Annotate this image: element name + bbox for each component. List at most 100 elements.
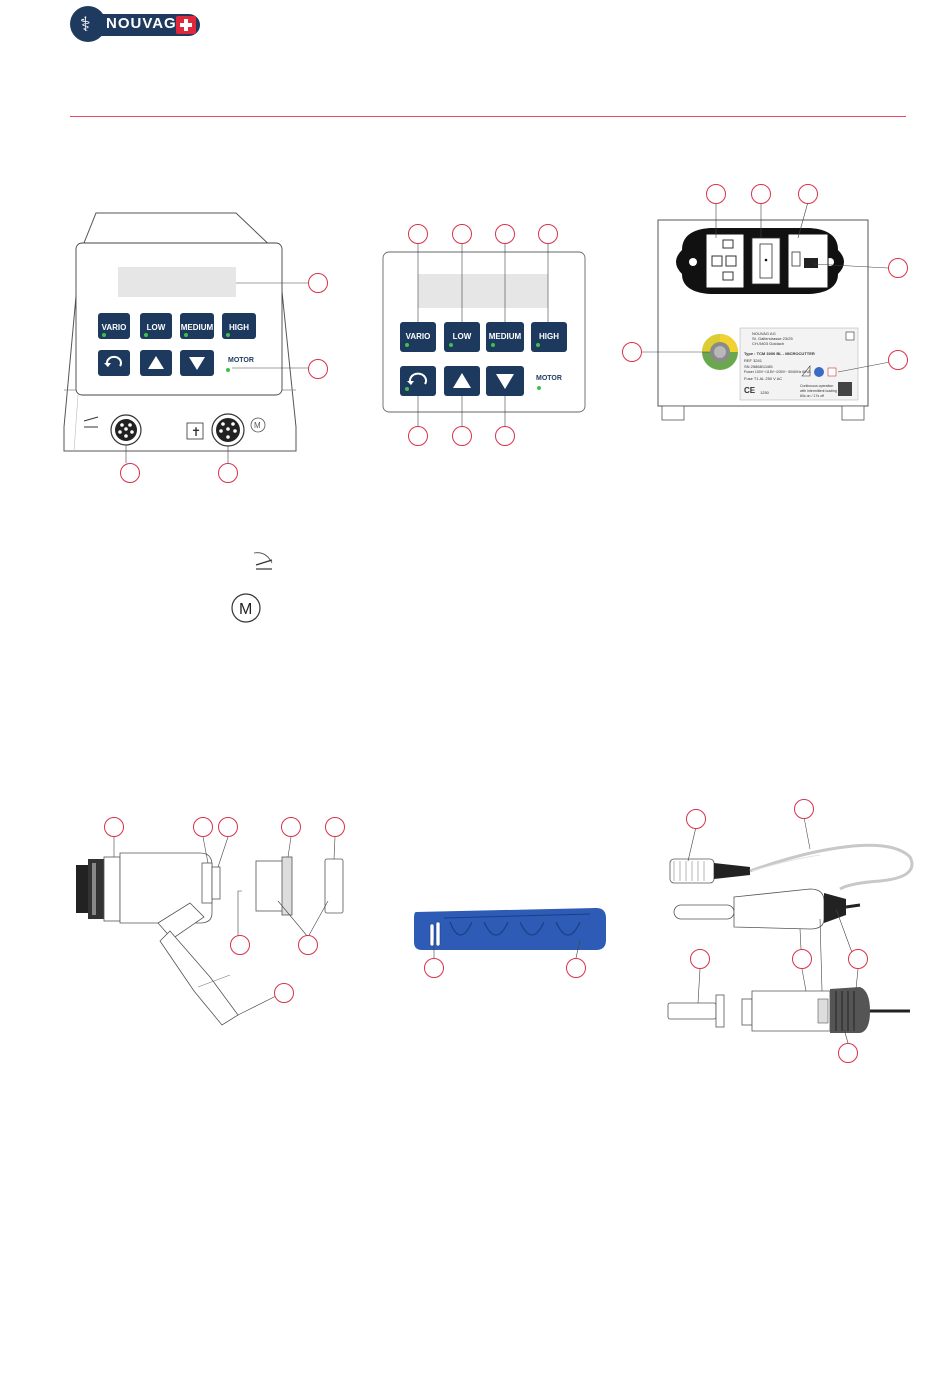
motor-m-letter: M	[239, 601, 252, 618]
front-key-down[interactable]	[180, 350, 214, 376]
callout-attachment-adapter	[230, 935, 250, 955]
callout-cable	[794, 799, 814, 819]
front-key-reverse[interactable]	[98, 350, 130, 376]
motor-m-icon: M	[230, 592, 262, 624]
figure-device-front: ✝ M VARIO LOW MEDIUM HIGH MOTOR	[60, 205, 350, 495]
rear-label-sn: SN 25868/11/85	[744, 364, 773, 369]
callout-motor-connector	[104, 817, 124, 837]
rear-label-op3: 60s on / 17s off	[800, 394, 824, 398]
rear-label-fuse: Fuse T1 AL 250 V AC	[744, 376, 783, 381]
logo-pill	[88, 14, 200, 36]
front-key-up[interactable]	[140, 350, 172, 376]
device-front-drawing: ✝ M	[63, 212, 310, 463]
rear-label-op1: Continuous operation	[800, 384, 834, 388]
up-triangle-icon	[148, 356, 164, 369]
caduceus-icon: ⚕	[80, 12, 91, 36]
callout-front-motor-socket	[218, 463, 238, 483]
callout-panel-reverse	[408, 426, 428, 446]
rear-label-address2: CH-9403 Goldach	[752, 341, 785, 346]
panel-key-down[interactable]	[486, 366, 524, 396]
callout-panel-up	[452, 426, 472, 446]
callout-rear-fuse	[888, 258, 908, 278]
down-triangle-icon	[189, 357, 205, 370]
front-led-low	[144, 333, 148, 337]
front-led-vario	[102, 333, 106, 337]
rear-label-address1: St. Gallerstrasse 23/25	[752, 336, 793, 341]
callout-attachment-cap	[325, 817, 345, 837]
rear-panel-drawing	[642, 201, 891, 421]
callout-rear-type-label	[888, 350, 908, 370]
panel-key-low[interactable]: LOW	[444, 322, 480, 352]
header-rule	[70, 116, 906, 117]
reverse-arrow-icon	[104, 355, 122, 367]
rear-label-notified-body: 1250	[760, 390, 769, 395]
panel-led-high	[536, 343, 540, 347]
rear-label-manufacturer: NOUVAG AG	[752, 331, 776, 336]
panel-led-vario	[405, 343, 409, 347]
rear-label-ce: CE	[744, 386, 756, 395]
panel-key-medium[interactable]: MEDIUM	[486, 322, 524, 352]
panel-led-reverse	[405, 387, 409, 391]
callout-attachment-pair	[298, 935, 318, 955]
motor-cable-drawing	[667, 816, 914, 1044]
callout-attachment-sleeve	[281, 817, 301, 837]
callout-nose-piece	[690, 949, 710, 969]
logo-badge	[70, 6, 106, 42]
rear-label-type: Type : TCM 3000 BL - MICROCUTTER	[744, 351, 815, 356]
reverse-arrow-icon	[407, 372, 427, 385]
callout-rear-equipotential	[622, 342, 642, 362]
figure-motor-cable	[660, 797, 920, 1067]
figure-handle	[410, 900, 610, 990]
handle-drawing	[414, 908, 606, 959]
callout-motor-ring	[218, 817, 238, 837]
callout-rear-power-socket	[706, 184, 726, 204]
nouvag-logo: ⚕ NOUVAG	[70, 6, 200, 42]
callout-panel-medium	[495, 224, 515, 244]
front-led-motor	[226, 368, 230, 372]
front-motor-label: MOTOR	[228, 357, 254, 364]
rear-label-op2: with intermittent loading	[800, 389, 837, 393]
callout-motor-body	[792, 949, 812, 969]
callout-front-footswitch-socket	[120, 463, 140, 483]
panel-led-motor	[537, 386, 541, 390]
callout-panel-low	[452, 224, 472, 244]
svg-text:✝: ✝	[191, 425, 201, 439]
motor-attachments-drawing	[76, 836, 344, 1026]
panel-key-up[interactable]	[444, 366, 480, 396]
callout-handle-grip	[566, 958, 586, 978]
swiss-cross-icon	[176, 16, 196, 34]
callout-front-display	[308, 273, 328, 293]
brand-name: NOUVAG	[106, 15, 177, 32]
down-triangle-icon	[496, 374, 514, 389]
callout-cable-coupling	[848, 949, 868, 969]
footswitch-icon	[250, 547, 278, 575]
front-led-high	[226, 333, 230, 337]
front-led-medium	[184, 333, 188, 337]
callout-cable-plug	[686, 809, 706, 829]
callout-panel-high	[538, 224, 558, 244]
callout-rear-fuse-holder	[798, 184, 818, 204]
figure-motor-attachments	[70, 815, 360, 1040]
callout-motor-end	[838, 1043, 858, 1063]
panel-led-low	[449, 343, 453, 347]
callout-handle-clip	[424, 958, 444, 978]
panel-key-high[interactable]: HIGH	[531, 322, 567, 352]
callout-panel-vario	[408, 224, 428, 244]
motor-m-small-label: M	[254, 421, 261, 430]
figure-control-panel: VARIO LOW MEDIUM HIGH MOTOR	[380, 222, 590, 452]
footswitch-symbol-drawing	[253, 552, 273, 570]
rear-label-ref: REF 3241	[744, 358, 763, 363]
panel-key-vario[interactable]: VARIO	[400, 322, 436, 352]
rear-label-power: Power 100V~/115V~/230V~ 50/60Hz 60VA	[744, 370, 811, 374]
motor-symbol-drawing: M	[231, 593, 261, 623]
panel-key-reverse[interactable]	[400, 366, 436, 396]
callout-motor-coupling	[193, 817, 213, 837]
up-triangle-icon	[453, 373, 471, 388]
callout-rear-switch	[751, 184, 771, 204]
callout-front-motor	[308, 359, 328, 379]
callout-contra-angle	[274, 983, 294, 1003]
callout-panel-down	[495, 426, 515, 446]
panel-led-medium	[491, 343, 495, 347]
panel-motor-label: MOTOR	[536, 375, 562, 382]
figure-rear-panel: NOUVAG AG St. Gallerstrasse 23/25 CH-940…	[620, 180, 915, 425]
